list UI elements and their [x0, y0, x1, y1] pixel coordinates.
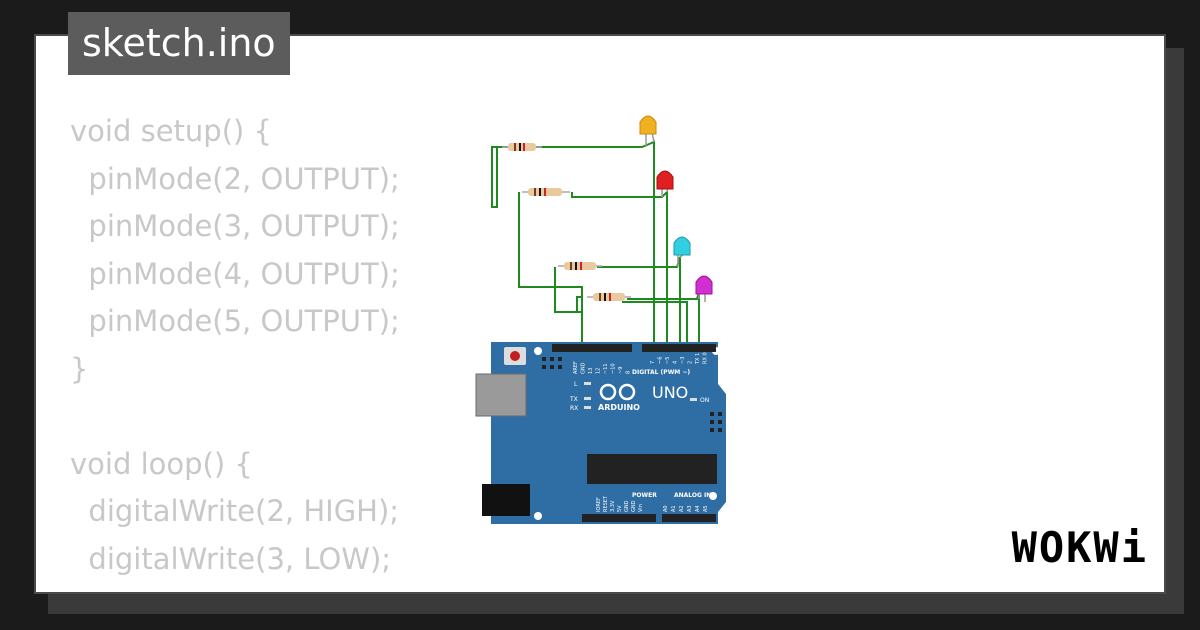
pin-label: 5V: [617, 505, 623, 512]
resistor[interactable]: [587, 293, 631, 301]
code-line: pinMode(2, OUTPUT);: [70, 161, 400, 196]
pin-label: RX 0: [703, 352, 709, 364]
pin-label: A1: [671, 505, 677, 512]
pin-label: ~5: [665, 357, 671, 364]
power-jack: [482, 484, 530, 516]
pin-label: ~6: [658, 357, 664, 364]
pin-label: GND: [631, 500, 637, 512]
pin-label: 7: [650, 361, 656, 364]
resistor[interactable]: [502, 143, 542, 151]
digital-header-right: [642, 344, 716, 352]
pin-label: A3: [687, 505, 693, 512]
pin-label: 4: [673, 361, 679, 364]
pin-label: A0: [663, 505, 669, 512]
pin-label: 8: [626, 371, 632, 374]
code-preview: void setup() { pinMode(2, OUTPUT); pinMo…: [70, 108, 490, 592]
usb-port: [475, 373, 527, 417]
file-title: sketch.ino: [68, 12, 290, 75]
pin-label: 13: [588, 368, 594, 374]
analog-header: [662, 514, 716, 522]
project-card[interactable]: void setup() { pinMode(2, OUTPUT); pinMo…: [34, 34, 1166, 594]
board-brand: ARDUINO: [598, 403, 640, 412]
power-label: POWER: [632, 492, 657, 499]
pin-label: A5: [703, 505, 709, 512]
pin-label: RESET: [603, 495, 609, 512]
arduino-uno-board[interactable]: UNO ARDUINO DIGITAL (PWM ~) POWER ANALOG…: [475, 342, 726, 524]
code-line: digitalWrite(3, LOW);: [70, 541, 392, 576]
code-line: digitalWrite(4, LOW);: [70, 583, 490, 592]
led-orange[interactable]: [639, 115, 657, 147]
code-line: }: [70, 351, 89, 386]
tx-label: TX: [569, 396, 578, 403]
power-header: [582, 514, 656, 522]
pin-label: GND: [581, 362, 587, 374]
resistor[interactable]: [522, 188, 570, 196]
pin-label: ~9: [618, 367, 624, 374]
pin-label: AREF: [573, 361, 579, 374]
pin-label: A2: [679, 505, 685, 512]
pin-label: Vin: [638, 504, 644, 512]
wokwi-logo: WOKWi: [1011, 523, 1148, 572]
l-label: L: [574, 381, 578, 388]
microcontroller-chip: [587, 454, 717, 484]
code-line: void setup() {: [70, 114, 272, 148]
pin-label: ~11: [603, 363, 609, 374]
arduino-logo-icon: [599, 383, 636, 401]
rx-label: RX: [570, 405, 578, 412]
code-line: pinMode(4, OUTPUT);: [70, 256, 400, 291]
led-red[interactable]: [656, 170, 674, 197]
code-line: pinMode(3, OUTPUT);: [70, 209, 400, 243]
code-line: void loop() {: [70, 446, 253, 481]
pin-label: TX 1: [695, 353, 701, 365]
pin-label: GND: [624, 500, 630, 512]
digital-header-left: [552, 344, 632, 352]
pin-label: 3.3V: [610, 500, 616, 512]
analog-label: ANALOG IN: [674, 492, 711, 499]
circuit-diagram: UNO ARDUINO DIGITAL (PWM ~) POWER ANALOG…: [475, 115, 726, 524]
digital-label: DIGITAL (PWM ~): [632, 369, 690, 376]
led-magenta[interactable]: [695, 275, 713, 302]
board-model: UNO: [652, 383, 688, 402]
code-line: digitalWrite(2, HIGH);: [70, 494, 400, 528]
pin-label: IOREF: [596, 497, 602, 512]
on-label: ON: [700, 397, 709, 404]
code-line: [70, 393, 490, 441]
pin-label: A4: [695, 505, 701, 512]
pin-label: 12: [596, 368, 602, 374]
pin-label: 2: [688, 361, 694, 364]
pin-label: ~3: [680, 357, 686, 364]
code-line: pinMode(5, OUTPUT);: [70, 304, 400, 338]
resistor[interactable]: [558, 262, 602, 270]
led-cyan[interactable]: [673, 236, 691, 267]
pin-label: ~10: [611, 363, 617, 374]
